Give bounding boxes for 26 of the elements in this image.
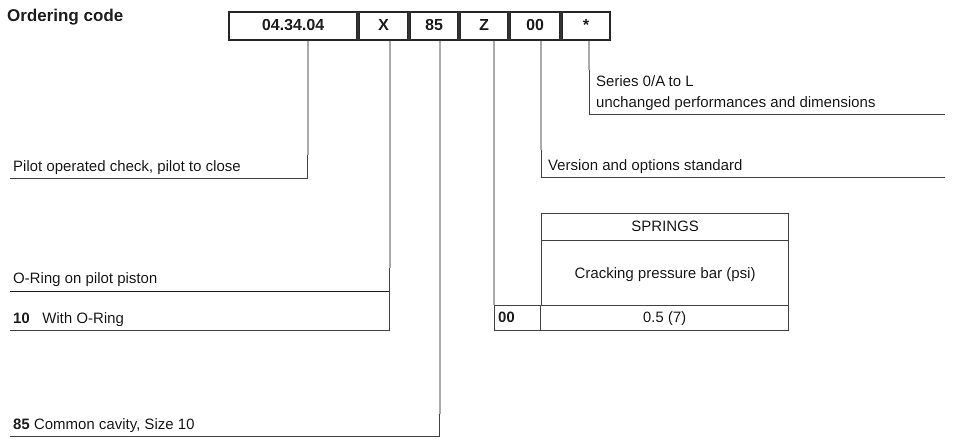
description-text: Version and options standard xyxy=(548,156,744,176)
description-bracket xyxy=(10,268,390,331)
description-text: 85 Common cavity, Size 10 xyxy=(13,415,196,435)
code-cell: 04.34.04 xyxy=(228,11,358,41)
title: Ordering code xyxy=(7,5,124,27)
code-cell: 85 xyxy=(409,11,459,41)
description-bracket xyxy=(10,155,308,179)
description-bracket xyxy=(541,150,945,178)
description-text: Pilot operated check, pilot to close xyxy=(13,157,242,177)
code-cell: Z xyxy=(459,11,509,41)
description-text: unchanged performances and dimensions xyxy=(596,93,876,113)
table-cell: 0.5 (7) xyxy=(541,305,789,331)
code-cell: 00 xyxy=(509,11,561,41)
description-text: O-Ring on pilot piston xyxy=(13,270,158,287)
leader-line xyxy=(588,40,590,70)
leader-line xyxy=(540,40,542,150)
description-bracket xyxy=(10,414,440,437)
table-header-cell: Cracking pressure bar (psi) xyxy=(541,241,789,305)
description-bracket xyxy=(589,70,945,115)
description-text: 10 With O-Ring xyxy=(13,309,124,329)
table-cell: 00 xyxy=(494,305,541,331)
springs-table xyxy=(494,213,789,331)
code-cell: X xyxy=(358,11,409,41)
table-header-cell: SPRINGS xyxy=(541,213,789,241)
code-cell: * xyxy=(561,11,611,41)
description-text: Series 0/A to L xyxy=(596,72,695,92)
